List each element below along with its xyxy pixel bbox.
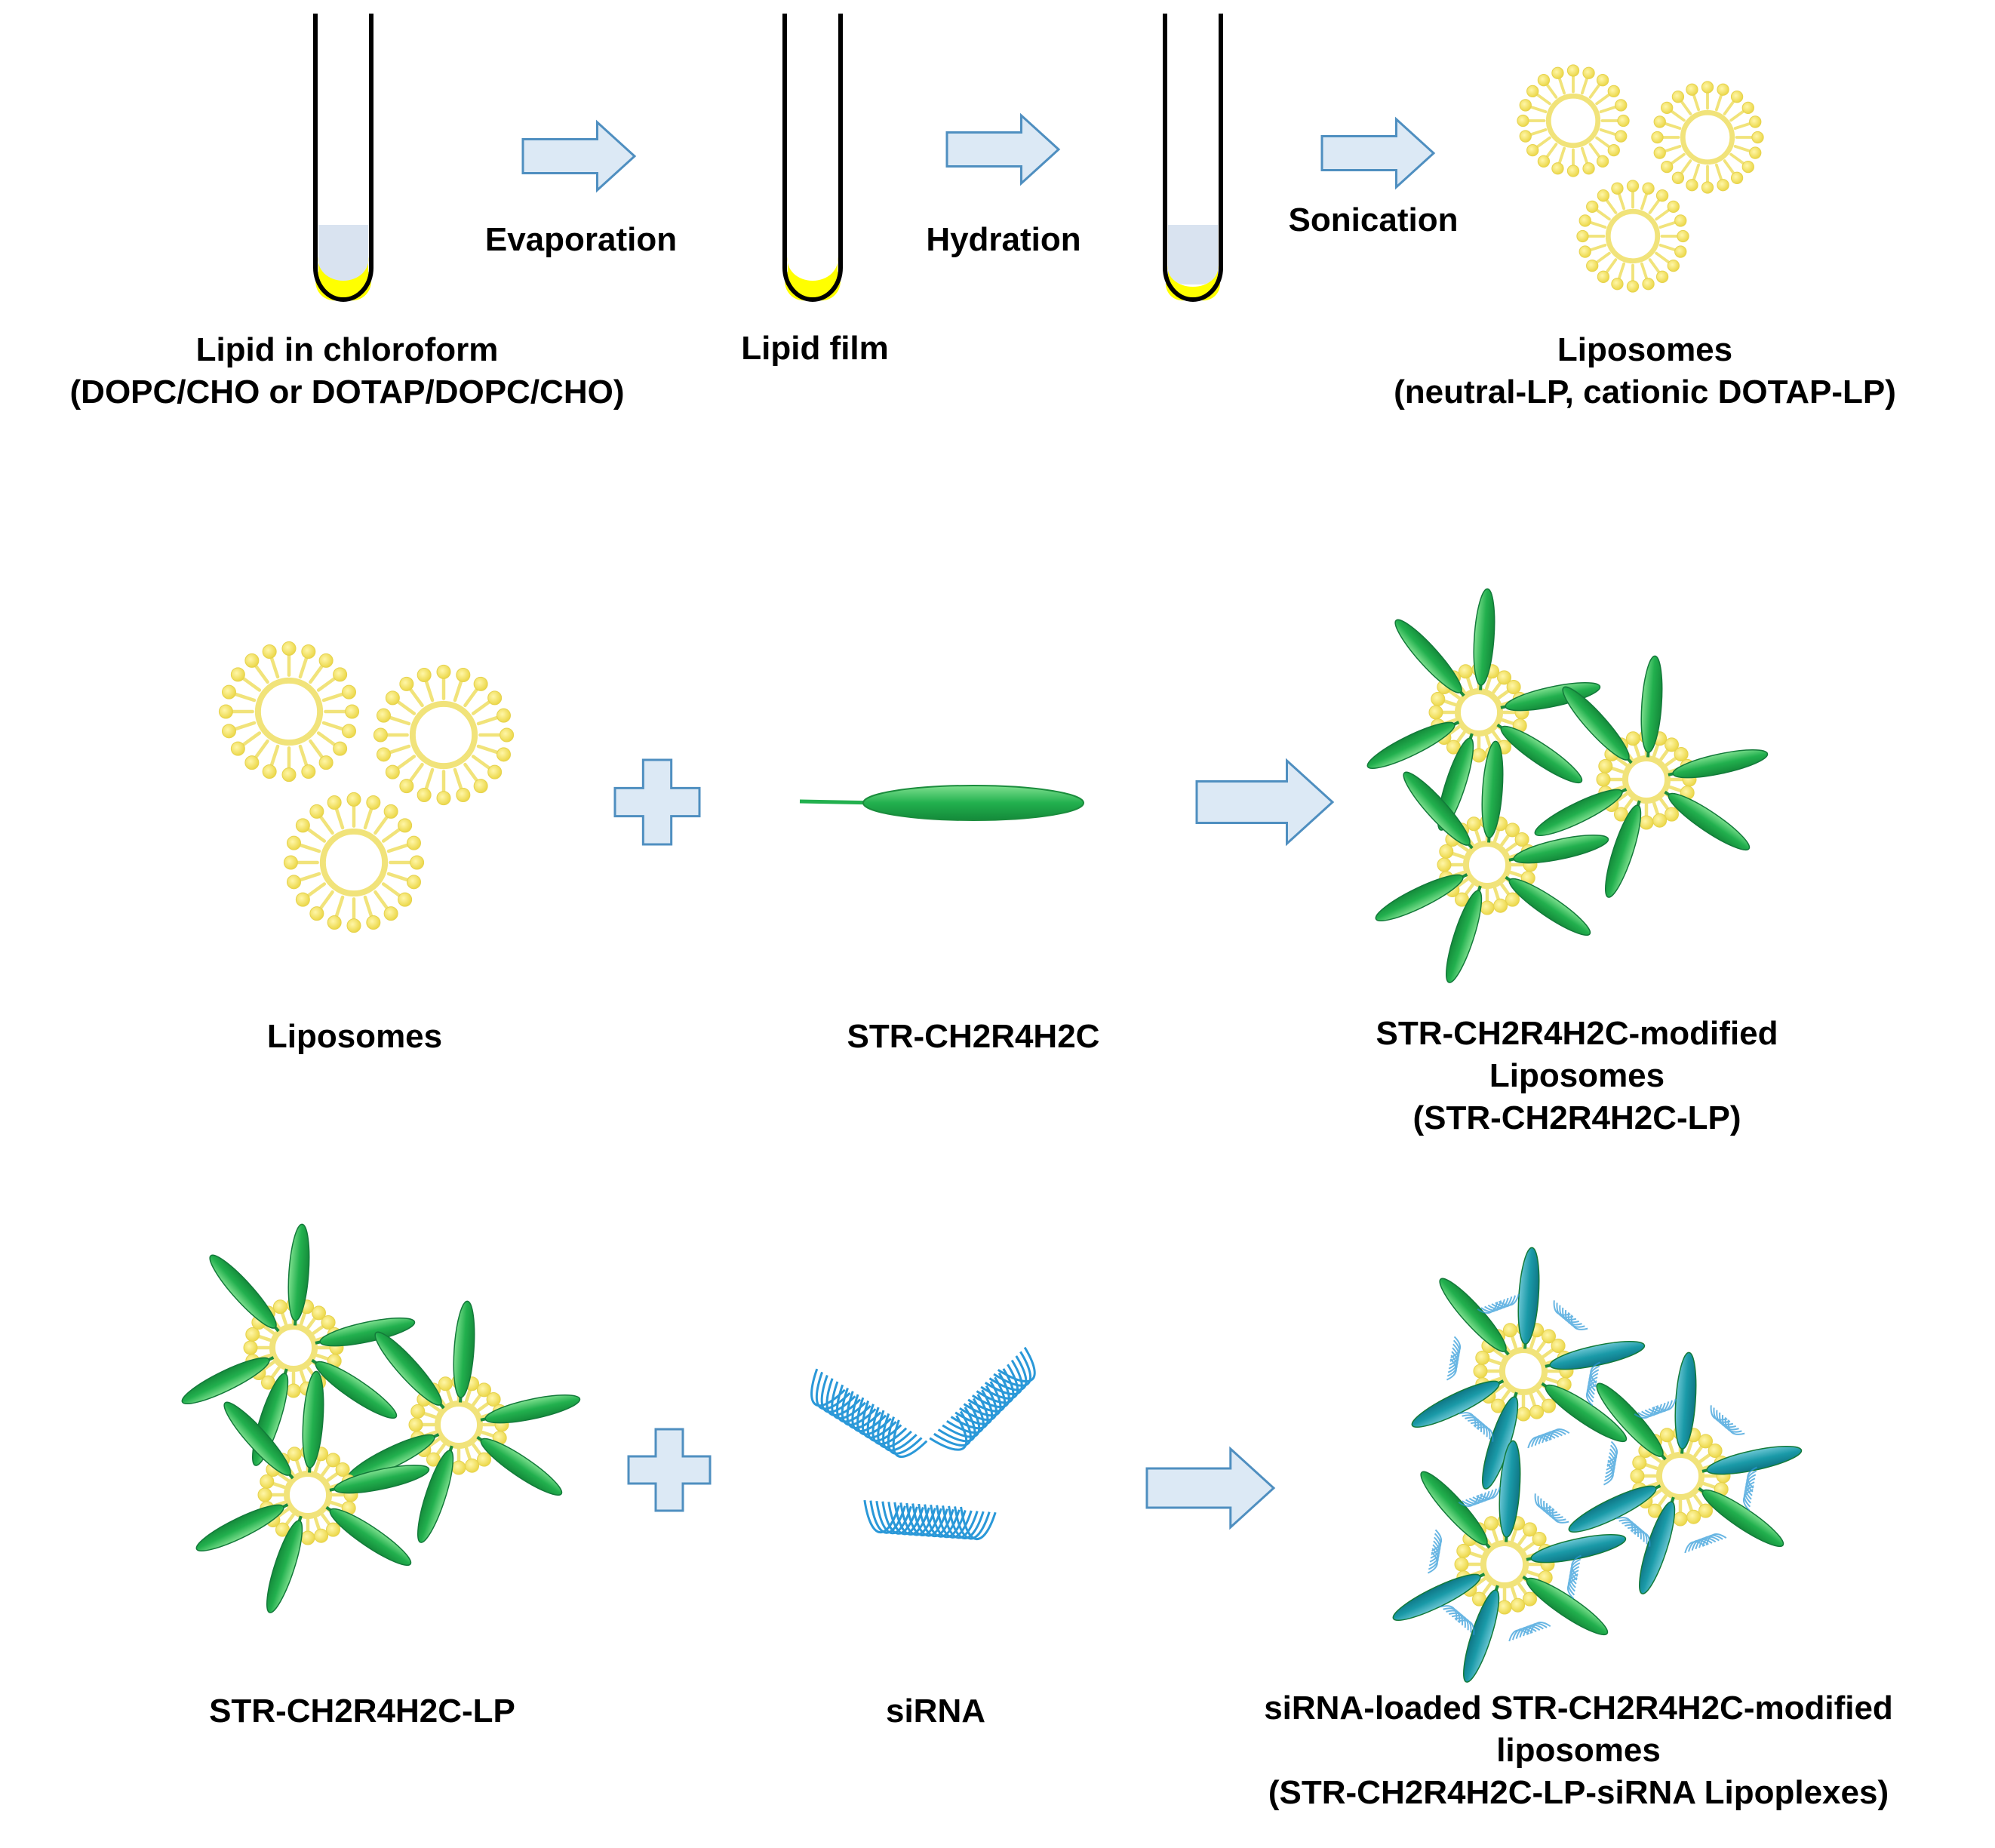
modified-liposome-icon-r3-c [195,1370,430,1613]
right-arrow-icon-4 [1195,758,1335,847]
test-tube-lipid-film [782,14,843,302]
right-arrow-icon-5 [1145,1446,1276,1530]
str-peptide-icon [799,785,1084,821]
sirna-coil-icon-c [863,1499,997,1540]
liposome-icon-r2-b [373,664,515,806]
liposome-icon-r2-c [283,792,425,933]
modified-liposomes-label: STR-CH2R4H2C-modified Liposomes (STR-CH2… [1376,1015,1778,1136]
str-peptide-label: STR-CH2R4H2C [847,1018,1100,1055]
lipoplex-icon-a [1411,1247,1646,1490]
plus-icon-1 [613,758,701,846]
liposomes-neutral-cationic-label: Liposomes (neutral-LP, cationic DOTAP-LP… [1394,331,1896,410]
sirna-coils-group [810,1346,1036,1540]
step-hydration-label: Hydration [926,221,1081,258]
modified-liposome-icon-r3-b [346,1300,581,1543]
modified-liposome-icon-r2-a [1366,588,1601,831]
lipoplex-icon-b [1568,1351,1803,1594]
str-lp-label: STR-CH2R4H2C-LP [209,1693,515,1730]
lipoplex-label: siRNA-loaded STR-CH2R4H2C-modified lipos… [1264,1690,1893,1811]
sirna-coil-icon-a [810,1368,928,1458]
liposomes-label: Liposomes [266,1018,443,1055]
sirna-coil-icon-b [929,1346,1036,1451]
sirna-label: siRNA [885,1693,986,1730]
right-arrow-icon-2 [945,112,1061,186]
liposome-icon-r1-a [1517,64,1630,177]
liposome-icon-r1-c [1576,180,1689,293]
step-sonication-label: Sonication [1288,201,1459,238]
right-arrow-icon-1 [521,119,637,193]
liposome-icon-r2-a [218,641,360,783]
lipid-chloroform-label: Lipid in chloroform (DOPC/CHO or DOTAP/D… [69,331,625,410]
structures-group [181,64,1803,1683]
step-evaporation-label: Evaporation [484,221,678,258]
plus-icon-2 [627,1428,712,1512]
test-tube-lipid-chloroform [313,14,373,302]
liposome-icon-r1-b [1651,81,1764,194]
lipoplex-icon-c [1392,1440,1627,1683]
arrows-group [521,112,1436,1530]
lipid-film-label: Lipid film [741,330,889,367]
test-tube-hydrated [1163,14,1223,302]
modified-liposome-icon-r2-c [1375,740,1609,983]
modified-liposome-icon-r2-b [1534,655,1769,898]
plus-signs-group [613,758,712,1512]
right-arrow-icon-3 [1320,116,1436,190]
